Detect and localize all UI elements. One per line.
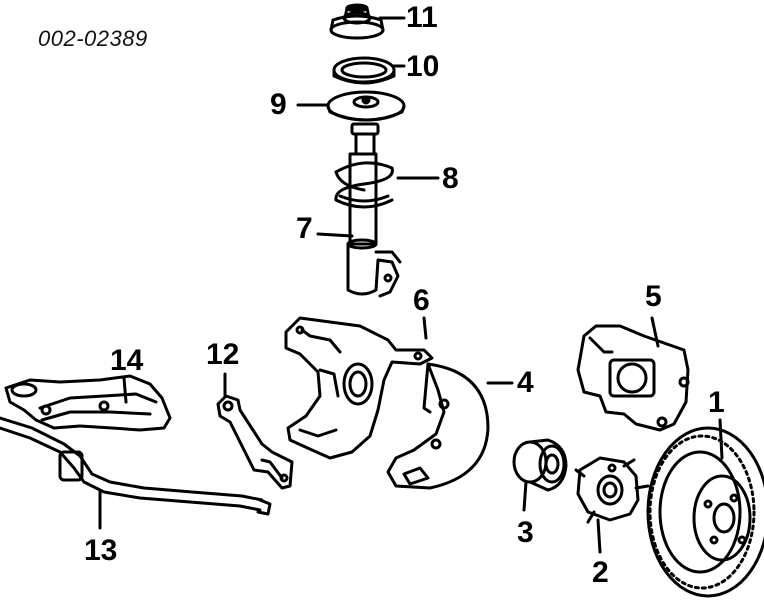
leader-1 xyxy=(718,418,724,460)
callout-1[interactable]: 1 xyxy=(708,386,725,419)
wheel-bearing-part-3[interactable] xyxy=(512,438,568,492)
strut-mount-part-11[interactable] xyxy=(329,3,385,40)
leader-14 xyxy=(122,376,128,404)
leader-lines xyxy=(98,16,724,554)
diagram-code: 002-02389 xyxy=(38,26,148,51)
leader-2 xyxy=(596,518,602,554)
bearing-part-10[interactable] xyxy=(332,56,396,85)
callout-9[interactable]: 9 xyxy=(270,88,287,121)
callout-10[interactable]: 10 xyxy=(406,50,440,83)
caliper-part-5[interactable] xyxy=(576,324,690,432)
callout-4[interactable]: 4 xyxy=(517,366,534,399)
stabilizer-link-part-12[interactable] xyxy=(216,394,294,490)
leader-6 xyxy=(422,316,428,340)
callout-14[interactable]: 14 xyxy=(110,344,144,377)
spring-seat-part-9[interactable] xyxy=(326,90,406,122)
leader-3 xyxy=(522,480,528,512)
callout-13[interactable]: 13 xyxy=(84,534,118,567)
coil-spring-part-8[interactable] xyxy=(334,122,394,209)
control-arm-part-14[interactable] xyxy=(4,374,172,432)
callout-8[interactable]: 8 xyxy=(442,162,459,195)
hub-part-2[interactable] xyxy=(574,456,650,524)
callout-6[interactable]: 6 xyxy=(413,284,430,317)
callout-7[interactable]: 7 xyxy=(296,212,313,245)
brake-rotor-part-1[interactable] xyxy=(646,426,764,598)
splash-shield-part-4[interactable] xyxy=(386,362,490,490)
stabilizer-bar-part-13[interactable] xyxy=(0,416,272,516)
callout-2[interactable]: 2 xyxy=(592,556,609,589)
callout-12[interactable]: 12 xyxy=(206,338,240,371)
leader-7 xyxy=(316,232,354,238)
callout-3[interactable]: 3 xyxy=(517,516,534,549)
strut-part-7[interactable] xyxy=(346,152,402,298)
callout-11[interactable]: 11 xyxy=(406,1,438,34)
knuckle-part-6[interactable] xyxy=(284,316,434,460)
callout-5[interactable]: 5 xyxy=(645,280,662,313)
